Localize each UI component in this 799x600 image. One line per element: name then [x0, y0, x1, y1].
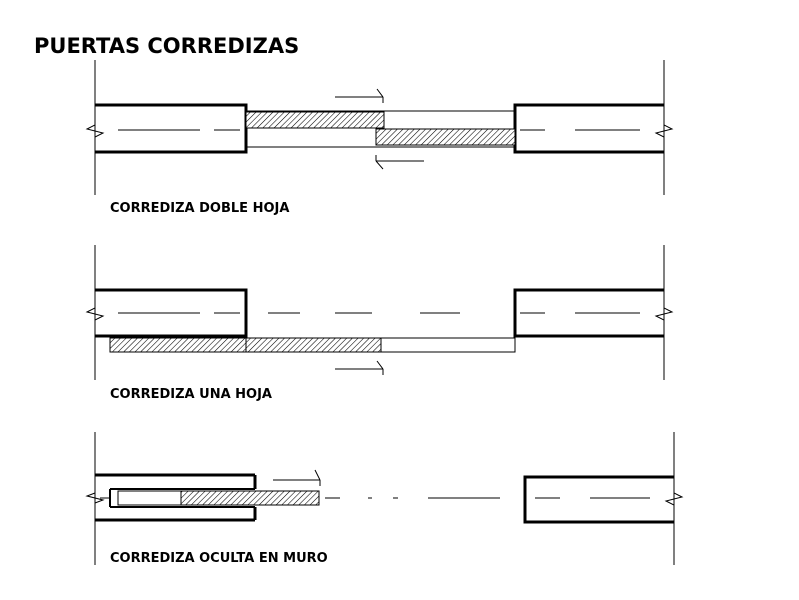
section-label-double: CORREDIZA DOBLE HOJA	[110, 201, 289, 216]
arrow-right-icon	[335, 360, 384, 375]
left-wall	[85, 103, 248, 154]
door-leaf-upper	[245, 111, 385, 129]
left-pocket-wall	[85, 473, 257, 522]
right-wall	[513, 103, 674, 154]
section-label-pocket: CORREDIZA OCULTA EN MURO	[110, 551, 328, 566]
arrow-right-icon	[273, 469, 321, 486]
arrow-left-icon	[375, 155, 424, 170]
page-title: PUERTAS CORREDIZAS	[34, 34, 299, 58]
pocket-door-plan	[85, 432, 684, 565]
right-wall	[523, 475, 684, 524]
left-wall	[85, 288, 248, 338]
right-wall	[513, 288, 674, 338]
arrow-right-icon	[335, 88, 384, 103]
single-leaf-door-plan	[85, 245, 674, 380]
section-label-single: CORREDIZA UNA HOJA	[110, 387, 272, 402]
door-leaf	[180, 490, 320, 506]
double-leaf-door-plan	[85, 60, 674, 195]
door-leaf-lower	[375, 128, 516, 146]
